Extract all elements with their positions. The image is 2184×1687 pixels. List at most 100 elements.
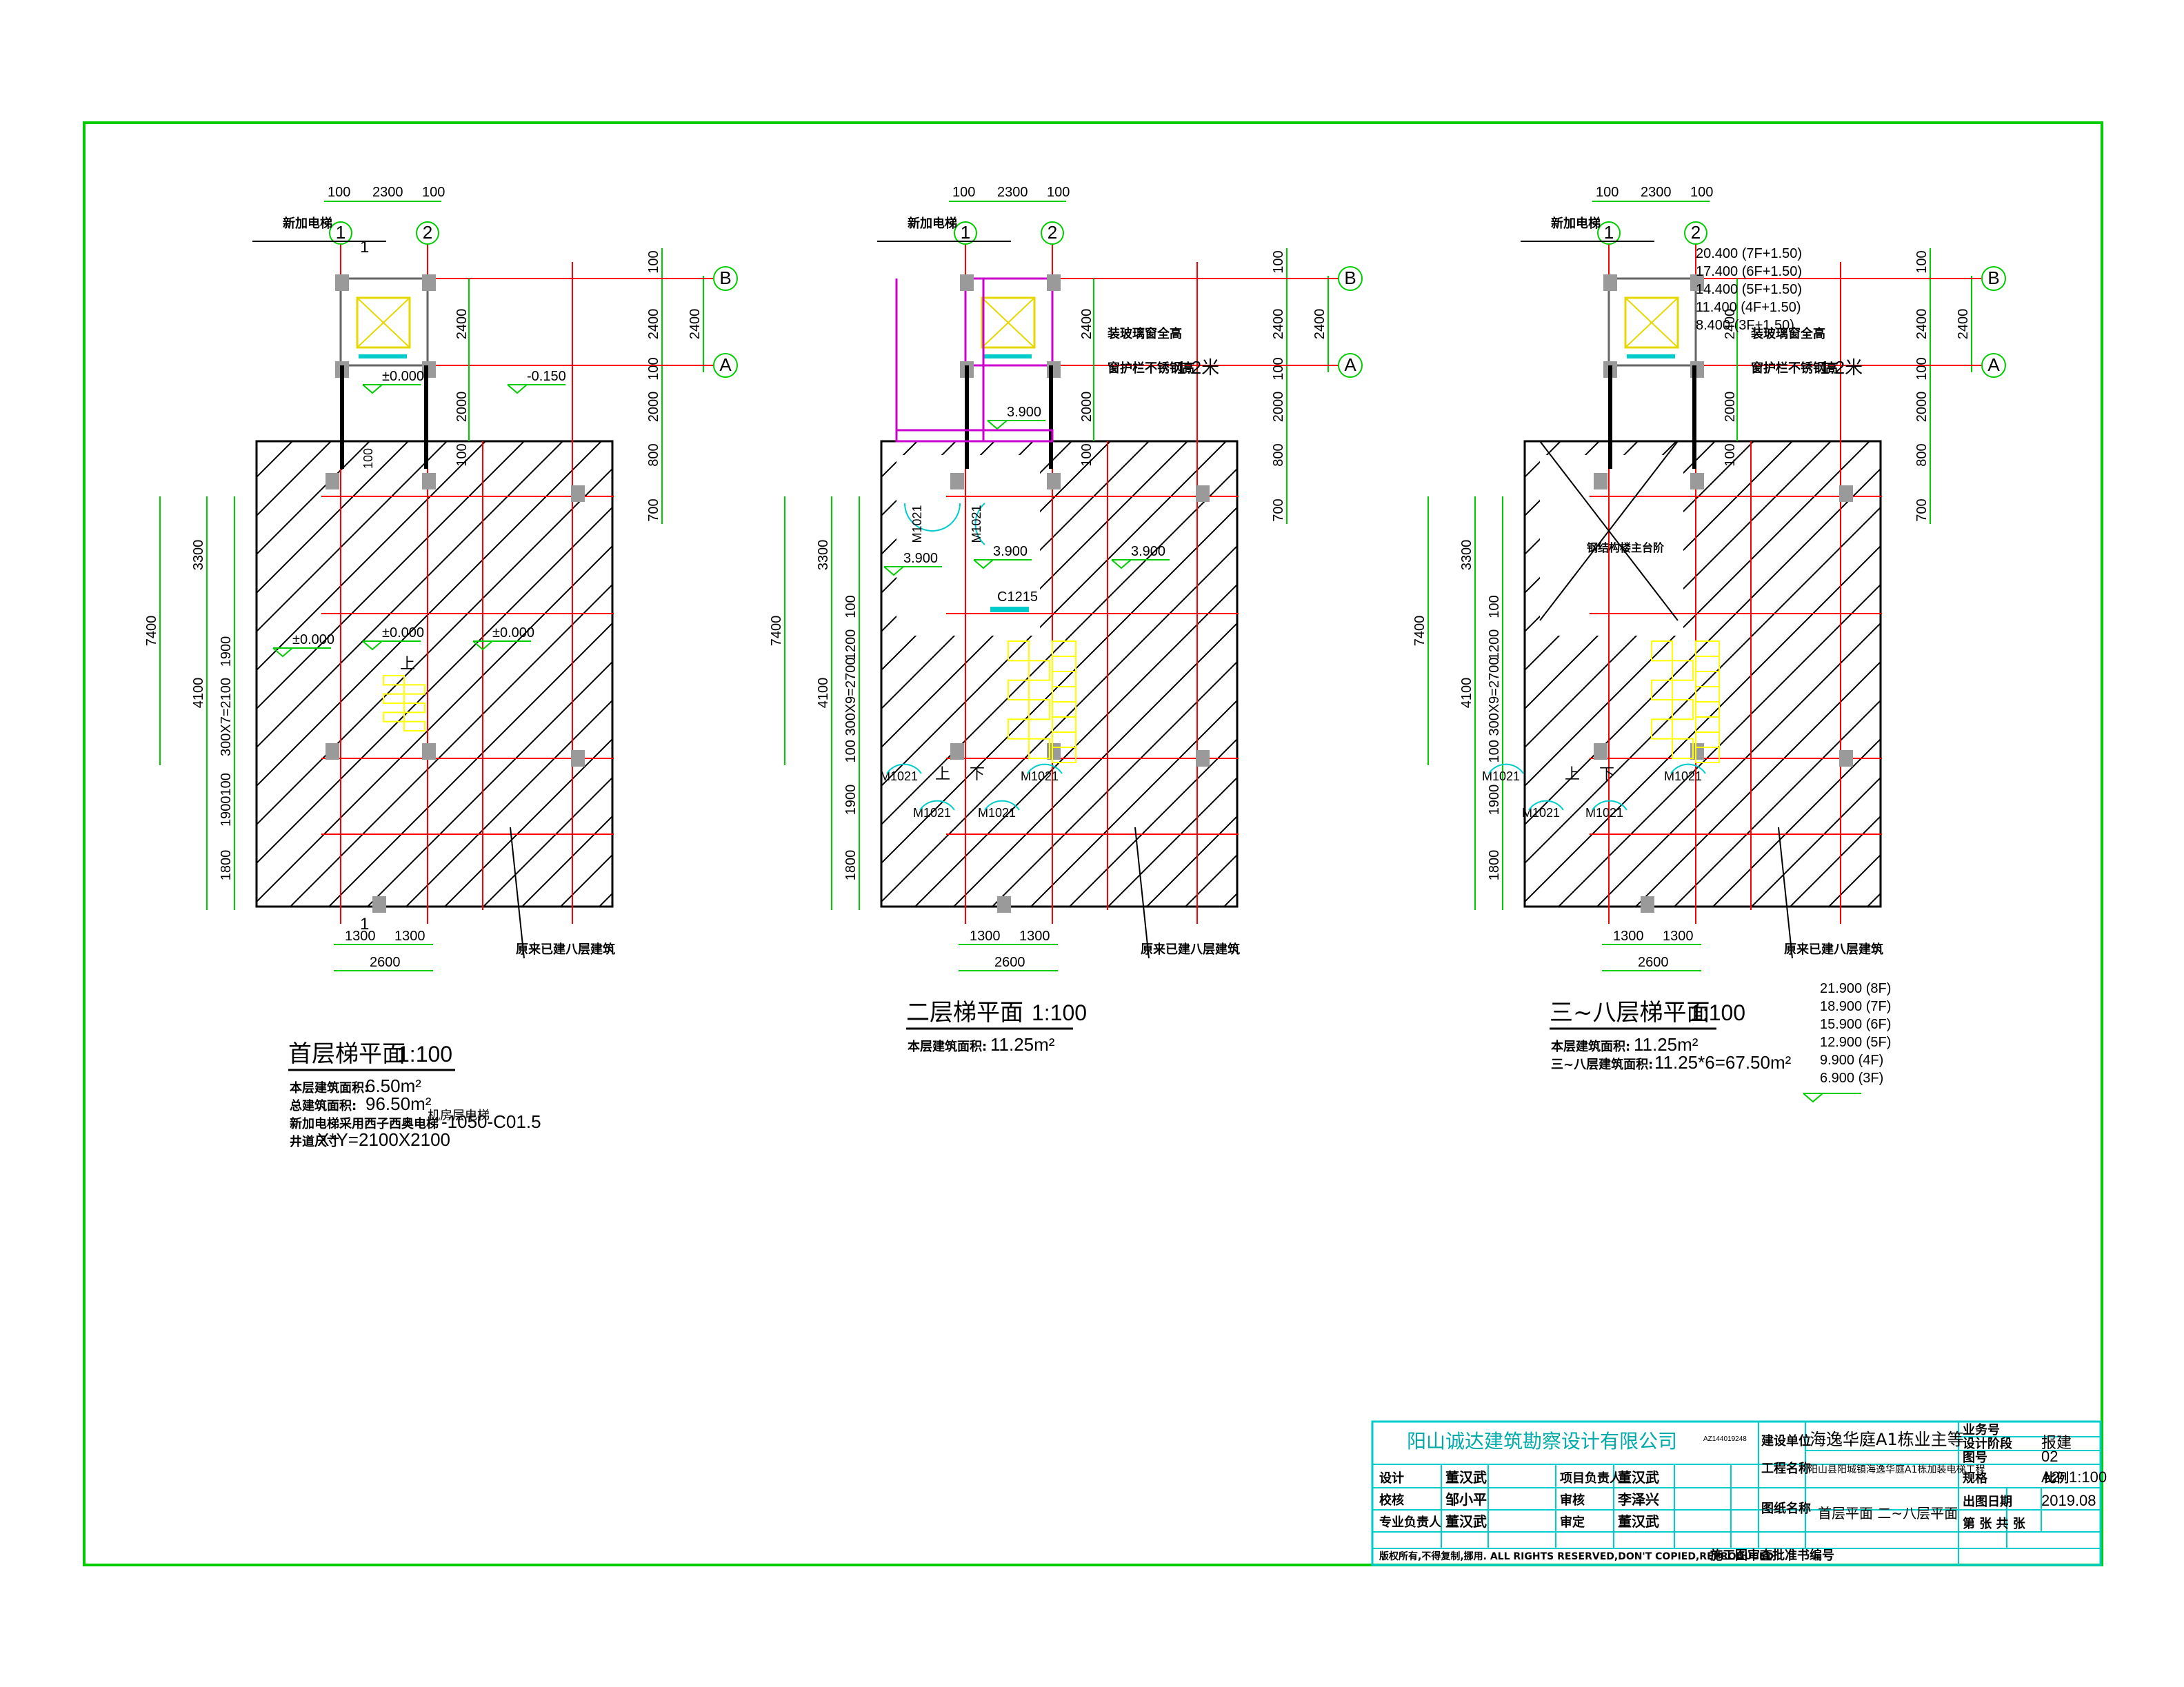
stair-mark-down: 下 — [1599, 766, 1614, 783]
note-label-1: 本层建筑面积: — [1551, 1039, 1630, 1054]
existing-label: 原来已建八层建筑 — [1784, 942, 1883, 957]
tb-right-value2-4: 1:100 — [2069, 1468, 2107, 1486]
column — [1690, 274, 1704, 291]
sheet-frame — [83, 121, 2103, 1566]
door-label-6: M1021 — [978, 806, 1016, 820]
dim-right-2: 2400 — [646, 309, 661, 340]
dim-left-5: 100 300X9=2700 — [1487, 658, 1502, 763]
dim-left-2: 4100 — [191, 678, 206, 709]
dim-inner-3: 100 — [1079, 443, 1094, 466]
level-label-1: 3.900 — [1007, 405, 1041, 420]
column — [571, 750, 585, 767]
column — [1641, 896, 1654, 913]
column — [1196, 485, 1210, 502]
dim-right-6: 700 — [1271, 498, 1286, 521]
new-elevator-label: 新加电梯 — [1551, 216, 1601, 231]
dim-inner-1: 2400 — [454, 309, 470, 340]
level-label-4: 3.900 — [1131, 544, 1165, 559]
door-label-3: M1021 — [1482, 769, 1520, 783]
stair-tread — [1008, 679, 1030, 701]
dim-right-2: 2400 — [1271, 309, 1286, 340]
column — [1839, 750, 1853, 767]
door-label-4: M1021 — [1021, 769, 1059, 783]
stair-tread — [1695, 747, 1720, 763]
dim-bottom-2: 1300 — [1019, 929, 1050, 944]
rail-note: 窗护栏不锈钢高 — [1108, 361, 1194, 376]
tb-right-label-3: 图号 — [1963, 1451, 1987, 1465]
door-swing — [904, 503, 961, 532]
level-label-1: ±0.000 — [382, 369, 424, 384]
door-label-3: M1021 — [880, 769, 918, 783]
tb-right-value-2: 报建 — [2041, 1434, 2072, 1451]
dim-right-4: 2000 — [1271, 392, 1286, 423]
stair-tread — [1028, 738, 1050, 759]
tb-name-2: 邹小平 — [1445, 1491, 1487, 1508]
plan-title: 三~八层梯平面 — [1550, 999, 1710, 1027]
column — [422, 743, 436, 760]
level-bottom-5: 9.900 (4F) — [1820, 1053, 1883, 1068]
dim-left-2: 4100 — [1459, 678, 1474, 709]
dim-left-total: 7400 — [144, 616, 159, 647]
door-label-5: M1021 — [913, 806, 951, 820]
column — [325, 473, 339, 489]
tb-right-label-1: 业务号 — [1963, 1422, 2000, 1437]
leader-existing — [510, 827, 525, 959]
leader-existing — [1134, 827, 1150, 959]
dim-left-3: 100 — [843, 595, 859, 618]
dim-bottom-1: 1300 — [1613, 929, 1644, 944]
dim-left-4: 300X7=2100 — [219, 678, 234, 756]
axis-number-2: 2 — [423, 222, 432, 243]
axis-bubble-a — [1338, 353, 1363, 378]
tb-name2-2: 李泽兴 — [1617, 1491, 1659, 1508]
note-value-4: X*Y=2100X2100 — [317, 1129, 450, 1150]
stair-tread — [1651, 640, 1673, 662]
door-label-5: M1021 — [1522, 806, 1560, 820]
column — [1594, 743, 1607, 760]
stair-tread — [383, 693, 405, 705]
existing-label: 原来已建八层建筑 — [1141, 942, 1240, 957]
tb-project: 阳山县阳城镇海逸华庭A1栋加装电梯工程 — [1808, 1464, 1985, 1475]
elevator-door — [359, 354, 407, 358]
dim-left-5: 1900100 — [219, 773, 234, 827]
dim-left-1: 3300 — [816, 540, 831, 571]
door-label-6: M1021 — [1585, 806, 1623, 820]
note-label-1: 本层建筑面积: — [908, 1039, 987, 1054]
dim-left-6: 1800 — [219, 850, 234, 881]
level-label-2: -0.150 — [527, 369, 566, 384]
elevator-shaft — [339, 277, 429, 367]
tb-client-label: 建设单位 — [1761, 1433, 1811, 1448]
tb-name2-3: 董汉武 — [1618, 1513, 1659, 1530]
note-label-2: 总建筑面积: — [290, 1098, 357, 1113]
column — [422, 473, 436, 489]
dim-top-3: 100 — [422, 185, 445, 200]
elevator-car-cross — [1625, 297, 1679, 348]
tb-approval: 施工图审查批准书编号 — [1710, 1548, 1834, 1563]
stair-tread — [403, 684, 425, 695]
level-triangle — [883, 566, 905, 576]
tb-right-label-5: 出图日期 — [1963, 1494, 2012, 1509]
elevator-car-cross — [981, 297, 1035, 348]
dim-left-2: 4100 — [816, 678, 831, 709]
axis-number-1: 1 — [336, 222, 345, 243]
elevator-car — [356, 296, 411, 349]
dim-left-3: 100 — [1487, 595, 1502, 618]
door-label-2: M1021 — [970, 505, 983, 543]
axis-number-2: 2 — [1048, 222, 1057, 243]
axis-bubble-2 — [1684, 221, 1707, 245]
tb-role-2: 校核 — [1379, 1493, 1404, 1508]
door-swing — [919, 800, 955, 811]
level-label-4: ±0.000 — [382, 625, 424, 640]
door-swing — [1488, 763, 1524, 774]
stair-tread — [1052, 747, 1076, 763]
stair-mark-up: 上 — [935, 766, 950, 783]
dim-right-5: 800 — [646, 443, 661, 466]
dim-left-6: 1900 — [843, 785, 859, 816]
note-value-2: 11.25*6=67.50m² — [1654, 1052, 1792, 1073]
tb-name-1: 董汉武 — [1445, 1469, 1487, 1486]
dim-left-4: 1200 — [843, 629, 859, 660]
dim-left-7: 1800 — [1487, 850, 1502, 881]
